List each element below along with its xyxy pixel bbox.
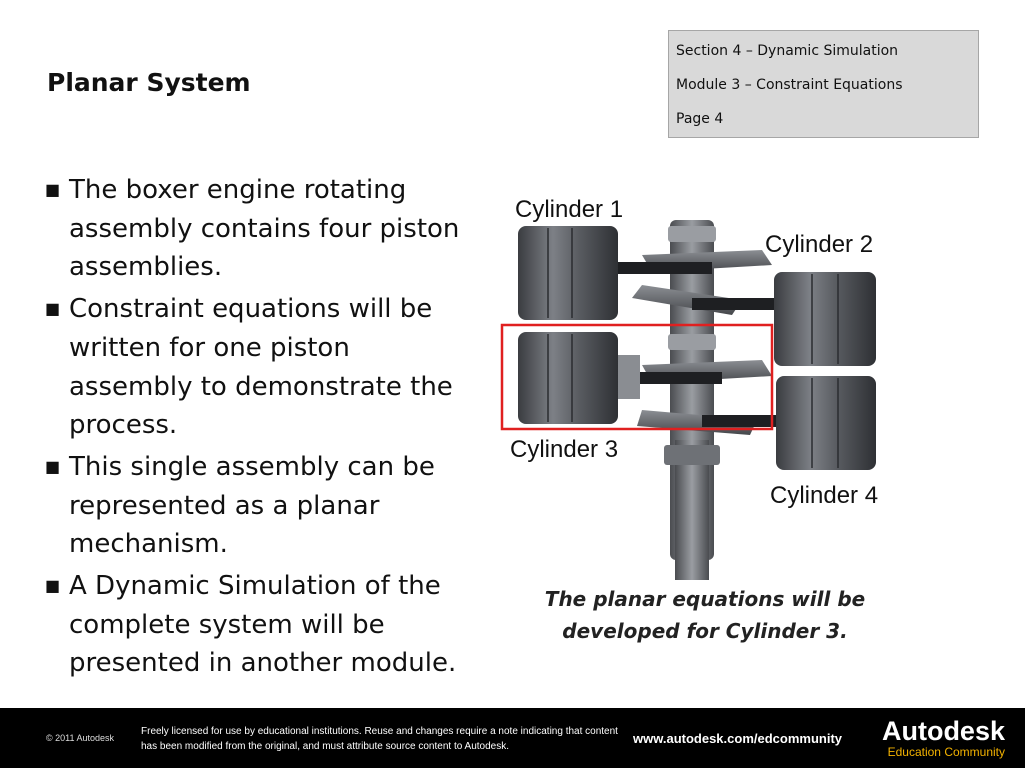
cylinder-1-shape <box>518 226 618 320</box>
engine-illustration <box>500 220 876 580</box>
bullet-text: The boxer engine rotating assembly conta… <box>69 175 460 283</box>
copyright-text: © 2011 Autodesk <box>46 733 115 743</box>
boxer-engine-figure: Cylinder 1 Cylinder 2 Cylinder 3 Cylinde… <box>492 190 912 590</box>
page-label: Page 4 <box>676 111 724 127</box>
brand-name: Autodesk <box>881 716 1005 746</box>
cylinder-2-label: Cylinder 2 <box>765 231 874 258</box>
autodesk-logo: Autodesk Education Community <box>870 716 1005 758</box>
figure-caption: The planar equations will be developed f… <box>544 587 866 643</box>
section-info-box: Section 4 – Dynamic Simulation Module 3 … <box>668 30 979 138</box>
section-label: Section 4 – Dynamic Simulation <box>676 43 899 59</box>
bullet-square-icon: ■ <box>45 576 61 596</box>
bullet-item: ■ This single assembly can be represented… <box>45 448 475 564</box>
cylinder-1-label: Cylinder 1 <box>515 196 624 223</box>
bullet-text: Constraint equations will be written for… <box>69 294 453 441</box>
bullet-text: A Dynamic Simulation of the complete sys… <box>69 571 457 679</box>
slide-title: Planar System <box>47 68 251 97</box>
brand-subtitle: Education Community <box>887 745 1005 759</box>
bullet-square-icon: ■ <box>45 180 61 199</box>
bullet-item: ■ Constraint equations will be written fo… <box>45 290 475 445</box>
footer-bar: © 2011 Autodesk Freely licensed for use … <box>0 708 1025 768</box>
bullet-square-icon: ■ <box>45 299 61 319</box>
cylinder-3-highlight <box>500 323 774 431</box>
cylinder-4-shape <box>776 376 876 470</box>
bullet-item: ■ The boxer engine rotating assembly cont… <box>45 171 475 287</box>
cylinder-2-shape <box>774 272 876 366</box>
bullet-item: ■ A Dynamic Simulation of the complete sy… <box>45 567 475 683</box>
cylinder-3-label: Cylinder 3 <box>510 436 619 463</box>
bullet-square-icon: ■ <box>45 456 61 476</box>
cylinder-4-label: Cylinder 4 <box>770 482 879 509</box>
community-link[interactable]: www.autodesk.com/edcommunity <box>633 731 843 746</box>
license-text: Freely licensed for use by educational i… <box>141 726 618 752</box>
cylinder-3-shape <box>518 332 640 424</box>
bullet-text: This single assembly can be represented … <box>69 451 435 560</box>
bullet-list: ■ The boxer engine rotating assembly cont… <box>45 171 475 686</box>
module-label: Module 3 – Constraint Equations <box>676 77 903 93</box>
